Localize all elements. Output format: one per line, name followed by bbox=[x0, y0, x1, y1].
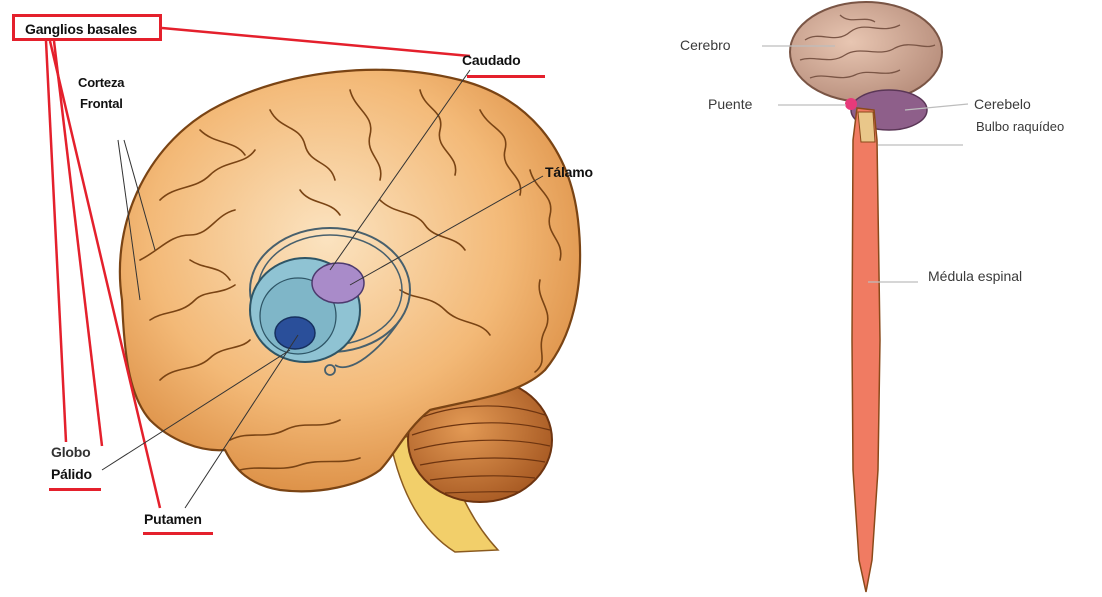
putamen-shape bbox=[275, 317, 315, 349]
putamen-underline bbox=[143, 532, 213, 535]
spinal-illustration bbox=[790, 2, 942, 592]
palido-label: Pálido bbox=[51, 466, 92, 482]
ganglios-basales-label: Ganglios basales bbox=[25, 21, 137, 37]
medula-label: Médula espinal bbox=[928, 268, 1022, 284]
spinal-cord bbox=[852, 108, 880, 592]
globo-label: Globo bbox=[51, 444, 90, 460]
frontal-label: Frontal bbox=[80, 96, 123, 111]
corteza-label: Corteza bbox=[78, 75, 124, 90]
cerebelo-label: Cerebelo bbox=[974, 96, 1031, 112]
pons-marker bbox=[845, 98, 857, 110]
brain-illustration bbox=[120, 70, 580, 552]
talamo-label: Tálamo bbox=[545, 164, 593, 180]
small-cerebrum bbox=[790, 2, 942, 102]
thalamus-shape bbox=[312, 263, 364, 303]
ganglios-basales-box: Ganglios basales bbox=[12, 14, 162, 41]
caudado-label: Caudado bbox=[462, 52, 521, 68]
putamen-label: Putamen bbox=[144, 511, 202, 527]
puente-label: Puente bbox=[708, 96, 752, 112]
cerebro-label: Cerebro bbox=[680, 37, 731, 53]
palido-underline bbox=[49, 488, 101, 491]
bulbo-label: Bulbo raquídeo bbox=[976, 119, 1064, 134]
caudado-underline bbox=[467, 75, 545, 78]
